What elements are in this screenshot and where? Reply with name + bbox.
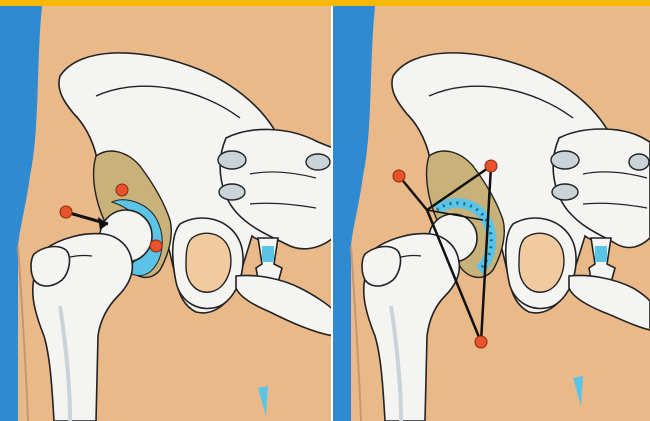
hip-joint-triangle-icon: [333, 6, 650, 421]
landmark-marker: [475, 336, 487, 348]
hip-illustration-left: [0, 6, 333, 421]
landmark-marker: [393, 170, 405, 182]
landmark-marker: [60, 206, 72, 218]
hip-joint-normal-icon: [0, 6, 333, 421]
landmark-marker: [485, 160, 497, 172]
landmark-marker: [150, 240, 162, 252]
landmark-marker: [116, 184, 128, 196]
hip-illustration-right: [333, 6, 650, 421]
